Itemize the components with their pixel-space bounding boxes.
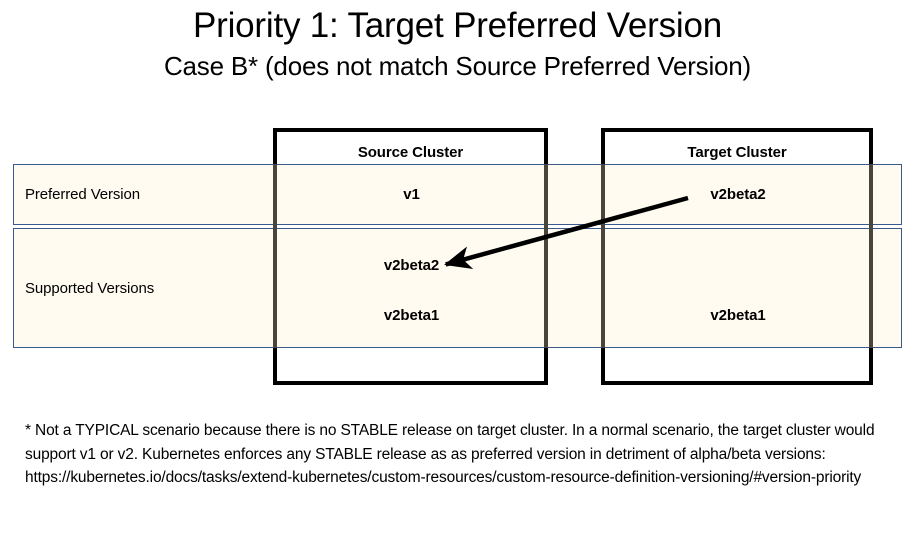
source-cluster-header: Source Cluster xyxy=(357,144,464,161)
target-column-divider-right xyxy=(869,164,873,348)
source-column-divider-right xyxy=(544,164,548,348)
cell-target-preferred-version: v2beta2 xyxy=(710,186,766,203)
page-title: Priority 1: Target Preferred Version xyxy=(192,6,723,45)
cell-source-supported-version-2: v2beta1 xyxy=(383,307,440,324)
row-supported-versions: Supported Versions v2beta2 v2beta1 v2bet… xyxy=(13,228,902,348)
row-preferred-version: Preferred Version v1 v2beta2 xyxy=(13,164,902,225)
cell-source-supported-version-1: v2beta2 xyxy=(383,257,440,274)
target-column-divider-left xyxy=(601,164,605,348)
row-label-preferred-version: Preferred Version xyxy=(25,186,141,203)
cluster-comparison-diagram: Source Cluster Target Cluster Preferred … xyxy=(13,128,902,385)
cell-source-preferred-version: v1 xyxy=(403,186,420,203)
title-block: Priority 1: Target Preferred Version Cas… xyxy=(0,0,915,83)
page-subtitle: Case B* (does not match Source Preferred… xyxy=(163,51,752,81)
target-cluster-header: Target Cluster xyxy=(687,144,787,161)
footnote-url[interactable]: https://kubernetes.io/docs/tasks/extend-… xyxy=(25,469,862,486)
footnote-text: * Not a TYPICAL scenario because there i… xyxy=(25,422,875,463)
source-column-divider-left xyxy=(273,164,277,348)
row-label-supported-versions: Supported Versions xyxy=(25,280,155,297)
footnote: * Not a TYPICAL scenario because there i… xyxy=(25,419,891,490)
cell-target-supported-version-1: v2beta1 xyxy=(710,307,766,324)
